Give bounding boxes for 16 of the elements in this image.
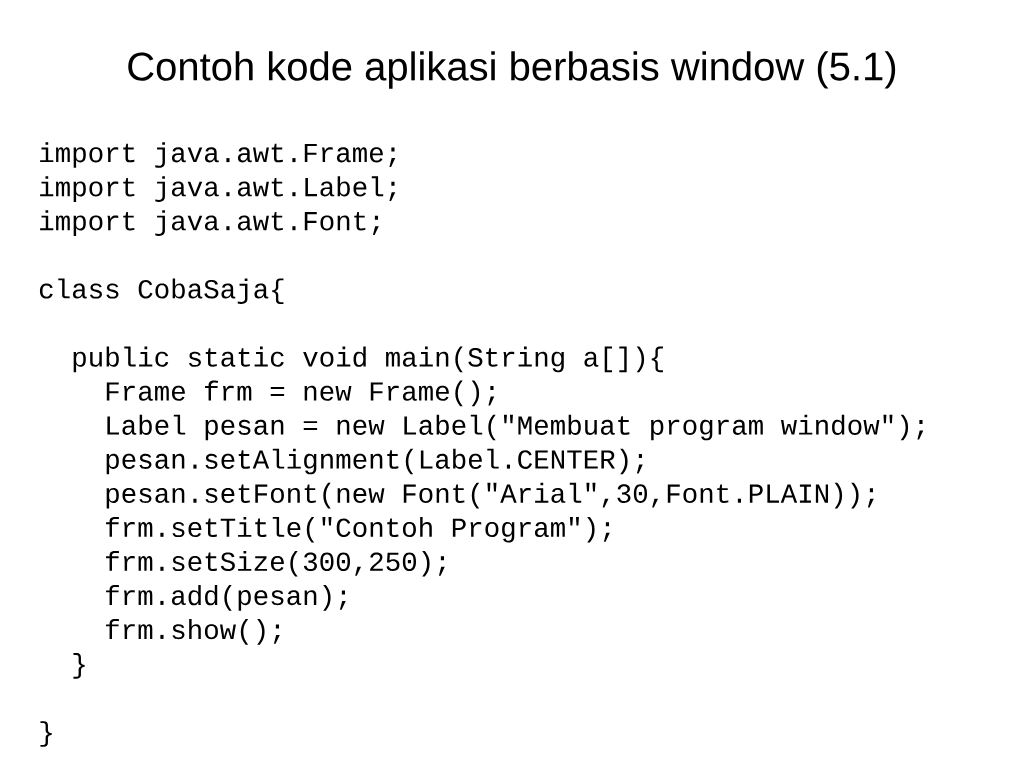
code-line: frm.add(pesan); bbox=[106, 585, 346, 611]
code-line: class CobaSaja{ bbox=[39, 278, 284, 304]
code-line: pesan.setAlignment(Label.CENTER); bbox=[106, 448, 643, 475]
code-line: Label pesan = new Label("Membuat program window"); bbox=[107, 414, 924, 441]
code-line: pesan.setFont(new Font("Arial",30,Font.PLAIN)); bbox=[106, 482, 874, 509]
code-line: import java.awt.Label; bbox=[40, 176, 396, 202]
code-line: } bbox=[73, 653, 85, 679]
code-line: import java.awt.Font; bbox=[40, 210, 379, 236]
code-line: frm.setSize(300,250); bbox=[106, 550, 445, 577]
code-line: frm.setTitle("Contoh Program"); bbox=[106, 516, 610, 543]
code-line: } bbox=[40, 721, 52, 747]
code-line: Frame frm = new Frame(); bbox=[106, 380, 495, 407]
code-line: frm.show(); bbox=[106, 619, 280, 645]
code-line: import java.awt.Frame; bbox=[40, 142, 396, 168]
slide-title: Contoh kode aplikasi berbasis window (5.1) bbox=[128, 51, 896, 89]
code-line: public static void main(String a[]){ bbox=[73, 346, 663, 373]
